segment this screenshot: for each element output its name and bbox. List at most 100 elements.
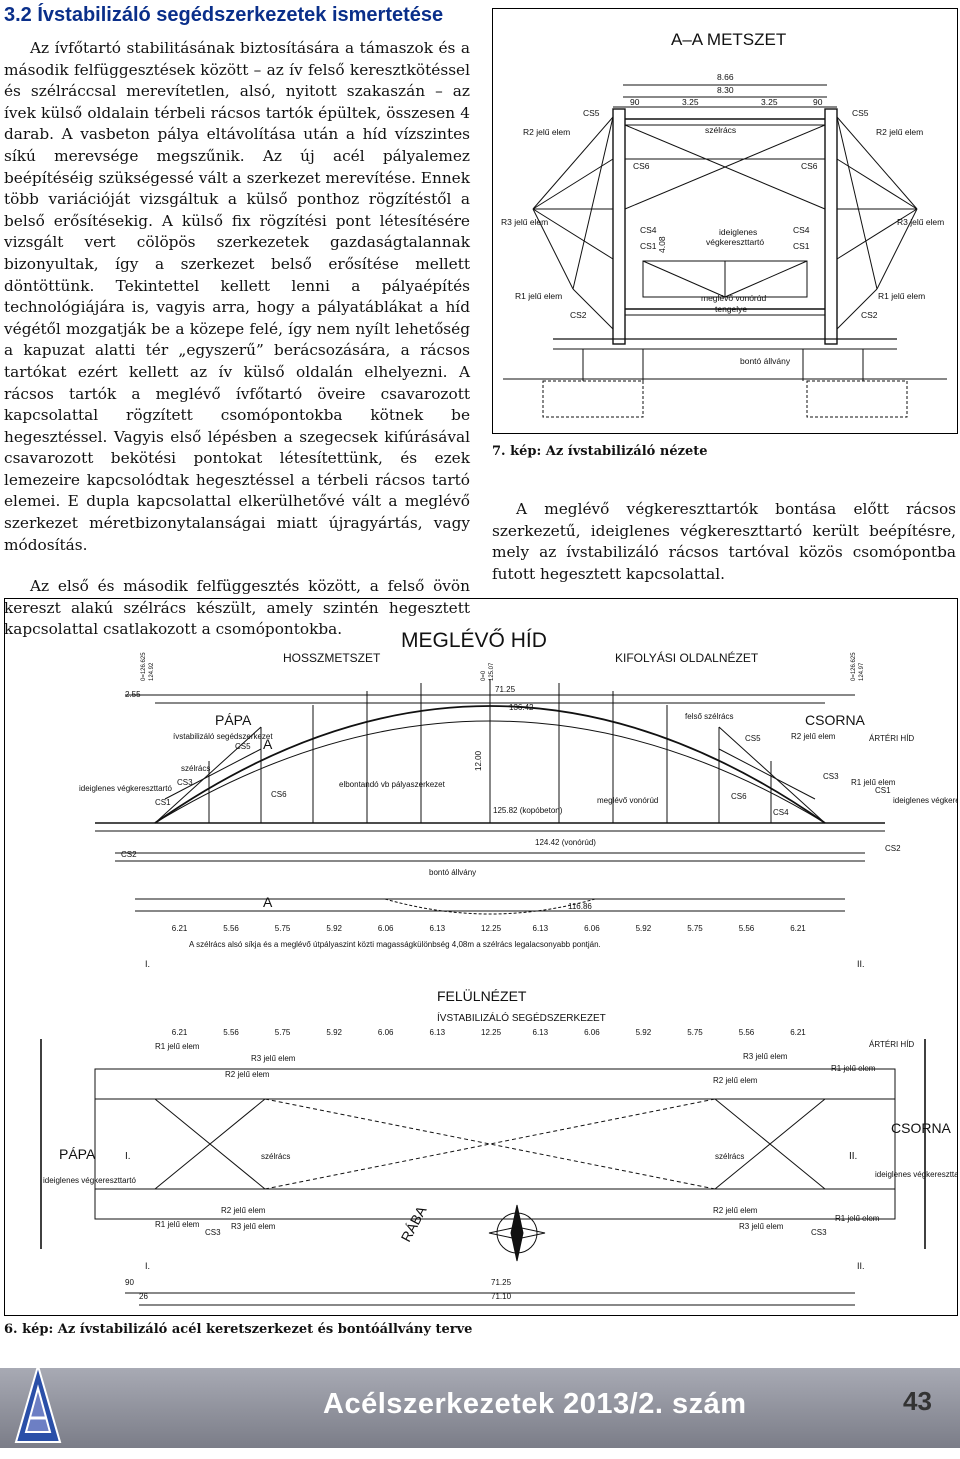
label-papa: PÁPA <box>215 712 252 728</box>
label-cs3: CS3 <box>205 1228 221 1237</box>
label-r2: R2 jelű elem <box>713 1076 758 1085</box>
span-dimension: 5.92 <box>326 1028 342 1037</box>
pier-label: I. <box>145 1261 150 1271</box>
pier-label: I. <box>125 1151 131 1162</box>
label-hosszmetszet: HOSSZMETSZET <box>283 651 381 665</box>
label-meglevo-vonorud: meglévő vonórúd <box>597 796 658 805</box>
label-cs2: CS2 <box>121 850 137 859</box>
span-dimension: 5.75 <box>275 924 291 933</box>
span-dimension: 5.92 <box>636 924 652 933</box>
body-paragraph: Az ívfőtartó stabilitásának biztosításár… <box>4 39 470 554</box>
label-szelracs: szélrács <box>261 1152 290 1161</box>
span-dimension: 5.92 <box>326 924 342 933</box>
pier-label: II. <box>857 959 865 969</box>
dimension-label: 71.10 <box>491 1292 512 1301</box>
figure-6-drawing: MEGLÉVŐ HÍD HOSSZMETSZET KIFOLYÁSI OLDAL… <box>4 598 960 1316</box>
label-r1: R1 jelű elem <box>515 291 562 301</box>
label-cs1: CS1 <box>155 798 171 807</box>
label-cs5: CS5 <box>583 108 600 118</box>
label-cs1: CS1 <box>793 241 810 251</box>
label-r1: R1 jelű elem <box>878 291 925 301</box>
label-elbontando: elbontandó vb pályaszerkezet <box>339 780 446 789</box>
section-marker: A <box>263 894 273 910</box>
span-dimension: 6.06 <box>584 1028 600 1037</box>
label-r3: R3 jelű elem <box>897 217 944 227</box>
label-felulnezet: FELÜLNÉZET <box>437 987 527 1004</box>
drawing-title: A–A METSZET <box>671 30 786 49</box>
span-dimension: 5.75 <box>687 924 703 933</box>
label-r3: R3 jelű elem <box>501 217 548 227</box>
label-bonto-allvany: bontó állvány <box>429 868 476 877</box>
left-column: Az ívfőtartó stabilitásának biztosításár… <box>4 38 470 641</box>
label-szelracs: szélrács <box>715 1152 744 1161</box>
label-cs3: CS3 <box>177 778 193 787</box>
elevation-label: 124.92 <box>149 662 155 681</box>
span-dimension: 6.06 <box>378 1028 394 1037</box>
section-marker: A <box>263 736 273 752</box>
label-ideiglenes: ideiglenes <box>719 227 757 237</box>
span-dimension: 6.13 <box>430 924 446 933</box>
span-dimension: 5.75 <box>275 1028 291 1037</box>
elevation-label: 0=0 <box>481 670 487 681</box>
label-cs3: CS3 <box>823 772 839 781</box>
label-ivstab: ívstabilizáló segédszerkezet <box>173 732 273 741</box>
label-r2: R2 jelű elem <box>713 1206 758 1215</box>
dimension-label: 26 <box>139 1292 148 1301</box>
label-cs6: CS6 <box>271 790 287 799</box>
label-bonto-allvany: bontó állvány <box>740 356 791 366</box>
page-number: 43 <box>903 1386 932 1416</box>
span-dimension: 6.06 <box>378 924 394 933</box>
span-dimension: 6.06 <box>584 924 600 933</box>
note-line: A szélrács alsó síkja és a meglévő útpál… <box>189 940 601 949</box>
label-csorna: CSORNA <box>891 1120 952 1136</box>
footer-band <box>0 1368 960 1448</box>
label-cs6: CS6 <box>801 161 818 171</box>
right-paragraph: A meglévő végkereszttartók bontása előtt… <box>492 500 956 583</box>
label-cs4: CS4 <box>773 808 789 817</box>
label-cs2: CS2 <box>885 844 901 853</box>
dimension-label: 116.86 <box>568 902 592 911</box>
figure-6-caption: 6. kép: Az ívstabilizáló acél keretszerk… <box>4 1322 473 1337</box>
label-r1: R1 jelű elem <box>851 778 896 787</box>
span-dimension: 5.75 <box>687 1028 703 1037</box>
figure-7-caption: 7. kép: Az ívstabilizáló nézete <box>492 444 708 459</box>
label-arteri-hid: ÁRTÉRI HÍD <box>869 1040 914 1049</box>
dimension-label: 3.25 <box>682 97 699 107</box>
label-cs2: CS2 <box>570 310 587 320</box>
label-cs4: CS4 <box>640 225 657 235</box>
label-cs1: CS1 <box>875 786 891 795</box>
label-raba: RÁBA <box>398 1203 430 1245</box>
label-r2: R2 jelű elem <box>221 1206 266 1215</box>
dimension-label: 125.82 (kopóbeton) <box>493 806 563 815</box>
label-r3: R3 jelű elem <box>251 1054 296 1063</box>
label-papa: PÁPA <box>59 1146 96 1162</box>
label-felso-szelracs: felső szélrács <box>685 712 733 721</box>
dimension-label: 124.42 (vonórúd) <box>535 838 596 847</box>
label-vegkereszttarto: végkereszttartó <box>706 237 764 247</box>
label-cs6: CS6 <box>731 792 747 801</box>
span-dimension: 6.21 <box>172 924 188 933</box>
span-dimension: 12.25 <box>481 1028 502 1037</box>
dimension-label: 71.25 <box>495 685 516 694</box>
dimension-label: 90 <box>630 97 640 107</box>
span-dimension: 6.21 <box>790 1028 806 1037</box>
label-r2: R2 jelű elem <box>225 1070 270 1079</box>
drawing-title: MEGLÉVŐ HÍD <box>401 629 547 652</box>
span-dimension: 6.21 <box>790 924 806 933</box>
label-r3: R3 jelű elem <box>231 1222 276 1231</box>
label-r2: R2 jelű elem <box>876 127 923 137</box>
pier-label: I. <box>145 959 150 969</box>
label-ideiglenes-vkt: ideiglenes végkereszttartó <box>875 1170 957 1179</box>
label-arteri-hid: ÁRTÉRI HÍD <box>869 734 914 743</box>
bridge-plan-drawing: MEGLÉVŐ HÍD HOSSZMETSZET KIFOLYÁSI OLDAL… <box>40 629 960 1306</box>
label-r1: R1 jelű elem <box>155 1220 200 1229</box>
span-dimension: 6.13 <box>533 924 549 933</box>
label-cs4: CS4 <box>793 225 810 235</box>
cross-section-drawing: A–A METSZET 8.66 8.30 90 3.25 3.25 90 CS… <box>501 30 947 418</box>
dimension-label: 8.66 <box>717 72 734 82</box>
label-meglevo-vonorud: meglévő vonórúd <box>701 293 766 303</box>
label-r2: R2 jelű elem <box>791 732 836 741</box>
span-dimension: 5.56 <box>739 1028 755 1037</box>
label-cs2: CS2 <box>861 310 878 320</box>
